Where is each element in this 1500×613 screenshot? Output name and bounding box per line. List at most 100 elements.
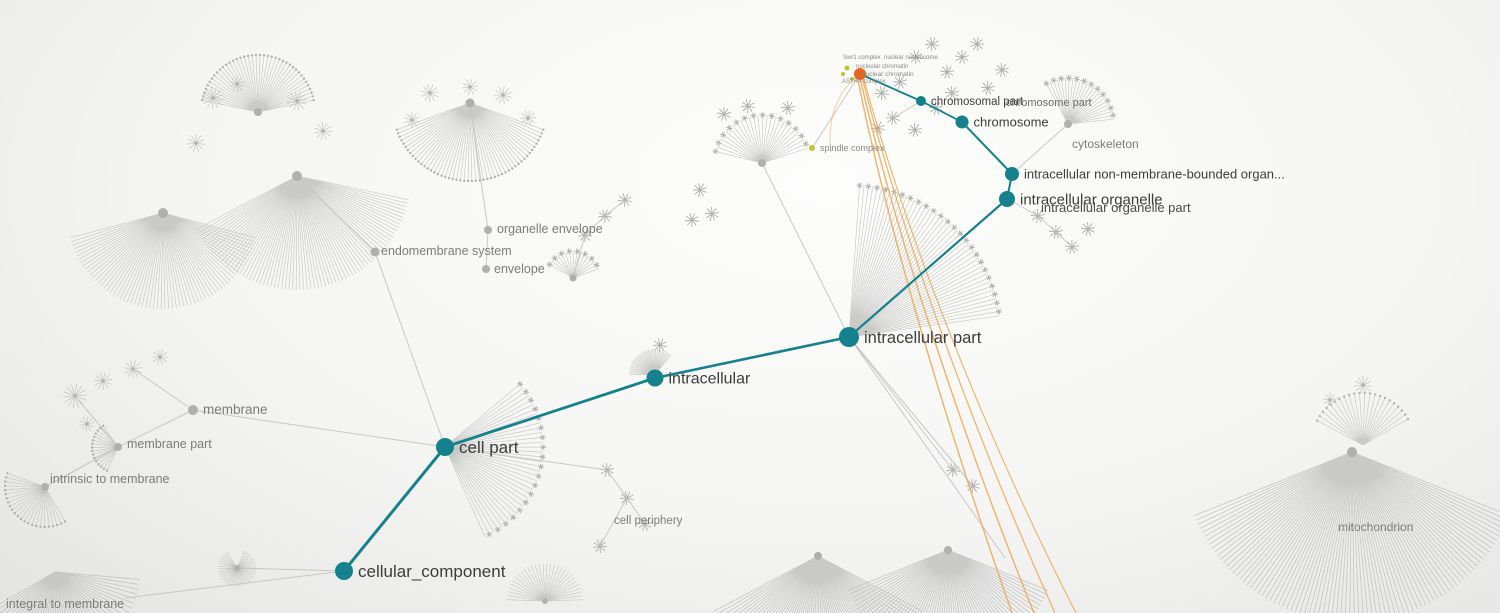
highlight-node-green[interactable] xyxy=(850,77,854,81)
hub-node[interactable] xyxy=(292,171,302,181)
node-intracellular[interactable] xyxy=(646,369,664,387)
leaf-hub[interactable] xyxy=(85,422,89,426)
leaf-hub[interactable] xyxy=(321,129,325,133)
leaf-cluster xyxy=(229,75,245,93)
hub-node[interactable] xyxy=(569,274,577,282)
hub-node[interactable] xyxy=(1347,447,1357,457)
leaf-hub[interactable] xyxy=(898,80,902,84)
hub-node[interactable] xyxy=(484,226,492,234)
node-chromosomal-part[interactable] xyxy=(916,96,926,106)
leaf-hub[interactable] xyxy=(101,379,105,383)
node-label-cellular-component[interactable]: cellular_component xyxy=(358,562,506,581)
leaf-hub[interactable] xyxy=(468,85,472,89)
leaf-node xyxy=(946,463,960,478)
fan-tip-stars xyxy=(1043,75,1117,119)
leaf-hub[interactable] xyxy=(235,82,239,86)
leaf-hub[interactable] xyxy=(698,188,702,192)
leaf-hub[interactable] xyxy=(658,343,662,347)
highlight-node-green[interactable] xyxy=(841,72,845,76)
hub-node[interactable] xyxy=(114,443,122,451)
leaf-hub[interactable] xyxy=(1361,383,1365,387)
fan-cluster xyxy=(0,571,140,613)
hub-node[interactable] xyxy=(465,98,475,108)
fan-tip-dots xyxy=(3,472,67,529)
leaf-hub[interactable] xyxy=(1328,398,1332,402)
node-label-chromosomal-part[interactable]: chromosomal part xyxy=(931,96,1024,108)
highlight-node-green[interactable] xyxy=(844,65,850,71)
leaf-node xyxy=(909,50,923,65)
leaf-hub[interactable] xyxy=(930,42,934,46)
leaf-hub[interactable] xyxy=(710,212,714,216)
leaf-hub[interactable] xyxy=(1086,227,1090,231)
node-chromosome[interactable] xyxy=(955,115,969,129)
hub-node[interactable] xyxy=(158,208,168,218)
hub-node[interactable] xyxy=(482,265,490,273)
leaf-node xyxy=(944,85,959,100)
leaf-hub[interactable] xyxy=(722,112,726,116)
leaf-hub[interactable] xyxy=(913,128,917,132)
leaf-cluster xyxy=(201,87,224,110)
leaf-hub[interactable] xyxy=(786,106,790,110)
hub-node[interactable] xyxy=(758,159,766,167)
graph-edge xyxy=(444,446,608,471)
leaf-hub[interactable] xyxy=(295,99,299,103)
node-intracellular-organelle[interactable] xyxy=(999,191,1015,207)
hub-node[interactable] xyxy=(370,247,380,257)
leaf-cluster xyxy=(1354,375,1372,394)
leaf-hub[interactable] xyxy=(158,355,162,359)
leaf-hub[interactable] xyxy=(501,93,505,97)
leaf-hub[interactable] xyxy=(194,141,198,145)
leaf-node xyxy=(740,99,755,114)
leaf-hub[interactable] xyxy=(526,116,530,120)
hub-node[interactable] xyxy=(944,546,952,554)
node-label-intracellular-organelle[interactable]: intracellular organelle xyxy=(1020,191,1163,208)
leaf-hub[interactable] xyxy=(690,218,694,222)
fan-cluster xyxy=(628,348,672,376)
node-intracellular-non-membrane-bounded-organelle[interactable] xyxy=(1005,167,1019,181)
fan-cluster xyxy=(70,212,256,310)
graph-edge xyxy=(626,497,646,525)
hub-node[interactable] xyxy=(234,565,240,571)
hub-node[interactable] xyxy=(1064,120,1072,128)
leaf-hub[interactable] xyxy=(960,55,964,59)
leaf-hub[interactable] xyxy=(950,91,954,95)
node-label-intracellular[interactable]: intracellular xyxy=(669,371,751,388)
highlight-edge xyxy=(829,79,854,153)
hub-node[interactable] xyxy=(41,483,49,491)
leaf-hub[interactable] xyxy=(914,55,918,59)
leaf-hub[interactable] xyxy=(428,91,432,95)
node-label-intracellular-part[interactable]: intracellular part xyxy=(864,329,982,347)
graph-edge xyxy=(584,215,606,236)
fan-cluster xyxy=(506,563,584,602)
leaf-hub[interactable] xyxy=(945,70,949,74)
node-label-chromosome[interactable]: chromosome xyxy=(974,115,1049,130)
leaf-hub[interactable] xyxy=(410,118,414,122)
node-cellular-component[interactable] xyxy=(335,562,353,580)
hub-node[interactable] xyxy=(188,405,198,415)
graph-edge xyxy=(132,368,194,411)
node-cell-part[interactable] xyxy=(436,438,454,456)
hub-node[interactable] xyxy=(542,598,548,604)
graph-edge xyxy=(117,409,194,448)
node-intracellular-part[interactable] xyxy=(839,327,859,347)
highlight-node-green[interactable] xyxy=(809,145,815,151)
hub-node[interactable] xyxy=(254,108,262,116)
hub-node[interactable] xyxy=(814,552,822,560)
graph-edge xyxy=(1055,231,1073,248)
fan-cluster xyxy=(847,549,1049,613)
leaf-hub[interactable] xyxy=(211,96,215,100)
leaf-node xyxy=(874,86,889,101)
leaf-hub[interactable] xyxy=(975,42,979,46)
node-label-intracellular-non-membrane-bounded-organelle[interactable]: intracellular non-membrane-bounded organ… xyxy=(1024,167,1285,182)
node-chromatin[interactable] xyxy=(854,68,866,80)
leaf-node xyxy=(1030,208,1045,223)
leaf-hub[interactable] xyxy=(1000,68,1004,72)
fan-tip-dots xyxy=(90,424,109,472)
leaf-hub[interactable] xyxy=(986,86,990,90)
leaf-hub[interactable] xyxy=(746,104,750,108)
leaf-hub[interactable] xyxy=(880,91,884,95)
node-label-cell-part[interactable]: cell part xyxy=(459,438,519,457)
leaf-cluster xyxy=(187,133,205,152)
